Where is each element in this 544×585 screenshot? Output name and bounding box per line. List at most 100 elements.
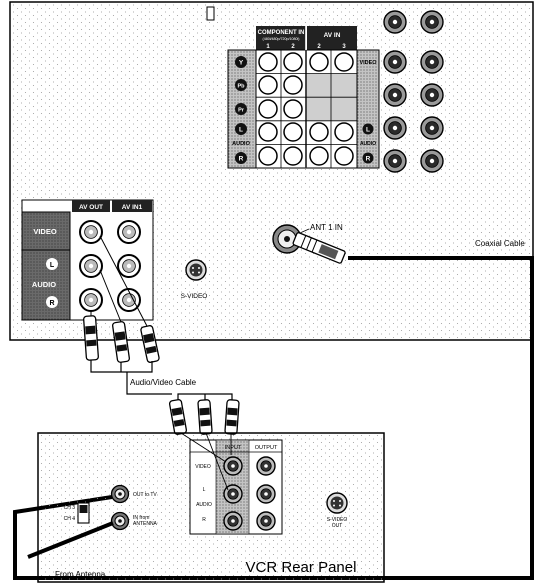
side-rca-jack — [420, 10, 444, 34]
av-out-l-text: L — [50, 262, 55, 269]
side-rca-jack — [420, 83, 444, 107]
vcr-out-to-tv-jack — [110, 484, 130, 504]
vcr-output-label: OUTPUT — [255, 445, 278, 451]
side-rca-jack — [383, 50, 407, 74]
av-cable-label: Audio/Video Cable — [130, 378, 197, 387]
vcr-panel-title: VCR Rear Panel — [246, 559, 357, 576]
av-in-audio-label: AUDIO — [360, 141, 376, 147]
side-rca-jack — [420, 50, 444, 74]
av-in1-jack — [117, 254, 141, 278]
av-out-jack — [79, 288, 103, 312]
vcr-input-label: INPUT — [225, 445, 242, 451]
av-in1-title: AV IN1 — [122, 204, 143, 211]
vcr-io-jacks — [223, 456, 276, 531]
av-in-title: AV IN — [324, 32, 341, 39]
antenna-leader-line — [299, 228, 310, 234]
row-label-y-text: Y — [239, 60, 244, 67]
grid-lines — [256, 26, 357, 168]
side-rca-jack — [383, 116, 407, 140]
vcr-audio-label: AUDIO — [196, 502, 212, 508]
av-out-jack — [79, 220, 103, 244]
vcr-svideo-out-label: OUT — [332, 523, 343, 529]
component-jacks — [258, 52, 354, 166]
side-rca-jack — [383, 10, 407, 34]
component-jack — [283, 75, 303, 95]
component-col-1: 1 — [266, 44, 270, 50]
vcr-output-jack — [256, 456, 276, 476]
vcr-in-from-antenna-jack — [110, 511, 130, 531]
tv-rear-panel: COMPONENT IN (480i/480p/720p/1080i) 1 2 … — [9, 1, 534, 341]
av-in1-header — [112, 200, 152, 212]
small-indicator — [206, 6, 215, 21]
side-rca-jack — [383, 149, 407, 173]
av-in-jack — [309, 122, 329, 142]
vcr-plug-right — [224, 399, 240, 435]
av-in-col-3: 3 — [342, 44, 346, 50]
av-in-jack — [309, 52, 329, 72]
av-in-jack — [334, 52, 354, 72]
antenna-jack — [272, 224, 302, 254]
row-label-pr: Pr — [235, 103, 247, 115]
coaxial-cable-label: Coaxial Cable — [475, 239, 525, 248]
component-jack — [258, 122, 278, 142]
vcr-output-jack — [256, 511, 276, 531]
av-in-r-badge: R — [362, 152, 374, 164]
av-out-l-badge: L — [46, 258, 58, 270]
av-in1-jack — [117, 220, 141, 244]
row-label-r: R — [235, 152, 247, 164]
vcr-in-from-label: IN from — [133, 515, 149, 521]
vcr-r-label: R — [202, 517, 206, 523]
row-label-pb: Pb — [235, 79, 247, 91]
vcr-svideo-label: S-VIDEO — [327, 517, 348, 523]
from-antenna-label: From Antenna — [55, 570, 106, 579]
component-jack — [283, 52, 303, 72]
av-in-jack — [309, 146, 329, 166]
component-col-2: 2 — [291, 44, 295, 50]
side-rca-jack — [383, 83, 407, 107]
antenna-label: ANT 1 IN — [310, 223, 343, 232]
component-jack — [283, 99, 303, 119]
svideo-label: S-VIDEO — [181, 293, 208, 300]
row-label-pb-text: Pb — [237, 84, 245, 90]
av-cable-plug-middle — [112, 321, 130, 363]
vcr-plug-leads — [180, 432, 232, 491]
row-label-y: Y — [235, 56, 247, 68]
component-jack — [283, 146, 303, 166]
component-jack — [258, 146, 278, 166]
vcr-output-jack — [256, 484, 276, 504]
av-out-video-label: VIDEO — [33, 227, 57, 236]
side-rca-jack — [420, 149, 444, 173]
side-rca-jack — [420, 116, 444, 140]
vcr-input-jack — [223, 484, 243, 504]
av-in-col-2: 2 — [317, 44, 321, 50]
vcr-video-label: VIDEO — [195, 464, 211, 470]
av-in-video-label: VIDEO — [359, 60, 377, 66]
av-in-l-text: L — [366, 127, 370, 134]
row-label-l: L — [235, 123, 247, 135]
av-in-l-badge: L — [362, 123, 374, 135]
component-in-subtitle: (480i/480p/720p/1080i) — [263, 37, 300, 41]
av-in-r-text: R — [366, 156, 371, 163]
av-out-block: AV OUT AV IN1 VIDEO L AUDIO R — [21, 199, 154, 321]
av-cable-plug-left — [83, 315, 99, 361]
av-cable-bundle — [90, 360, 233, 400]
vcr-antenna-label: ANTENNA — [133, 521, 158, 527]
av-out-jack — [79, 254, 103, 278]
vcr-input-jack — [223, 456, 243, 476]
av-out-header — [72, 200, 110, 212]
component-jack — [258, 75, 278, 95]
vcr-l-label: L — [203, 487, 206, 493]
row-label-l-text: L — [239, 127, 243, 134]
av-in-jack — [334, 146, 354, 166]
av-cable-plug-right — [140, 325, 160, 363]
component-header-band — [256, 26, 306, 50]
svideo-jack — [185, 259, 207, 281]
row-label-r-text: R — [239, 156, 244, 163]
ch-switch — [77, 502, 90, 524]
vcr-input-jack — [223, 511, 243, 531]
vcr-plug-left — [168, 399, 188, 435]
av-out-audio-label: AUDIO — [32, 280, 56, 289]
component-av-in-block: COMPONENT IN (480i/480p/720p/1080i) 1 2 … — [227, 26, 380, 169]
av-out-title: AV OUT — [79, 204, 103, 211]
